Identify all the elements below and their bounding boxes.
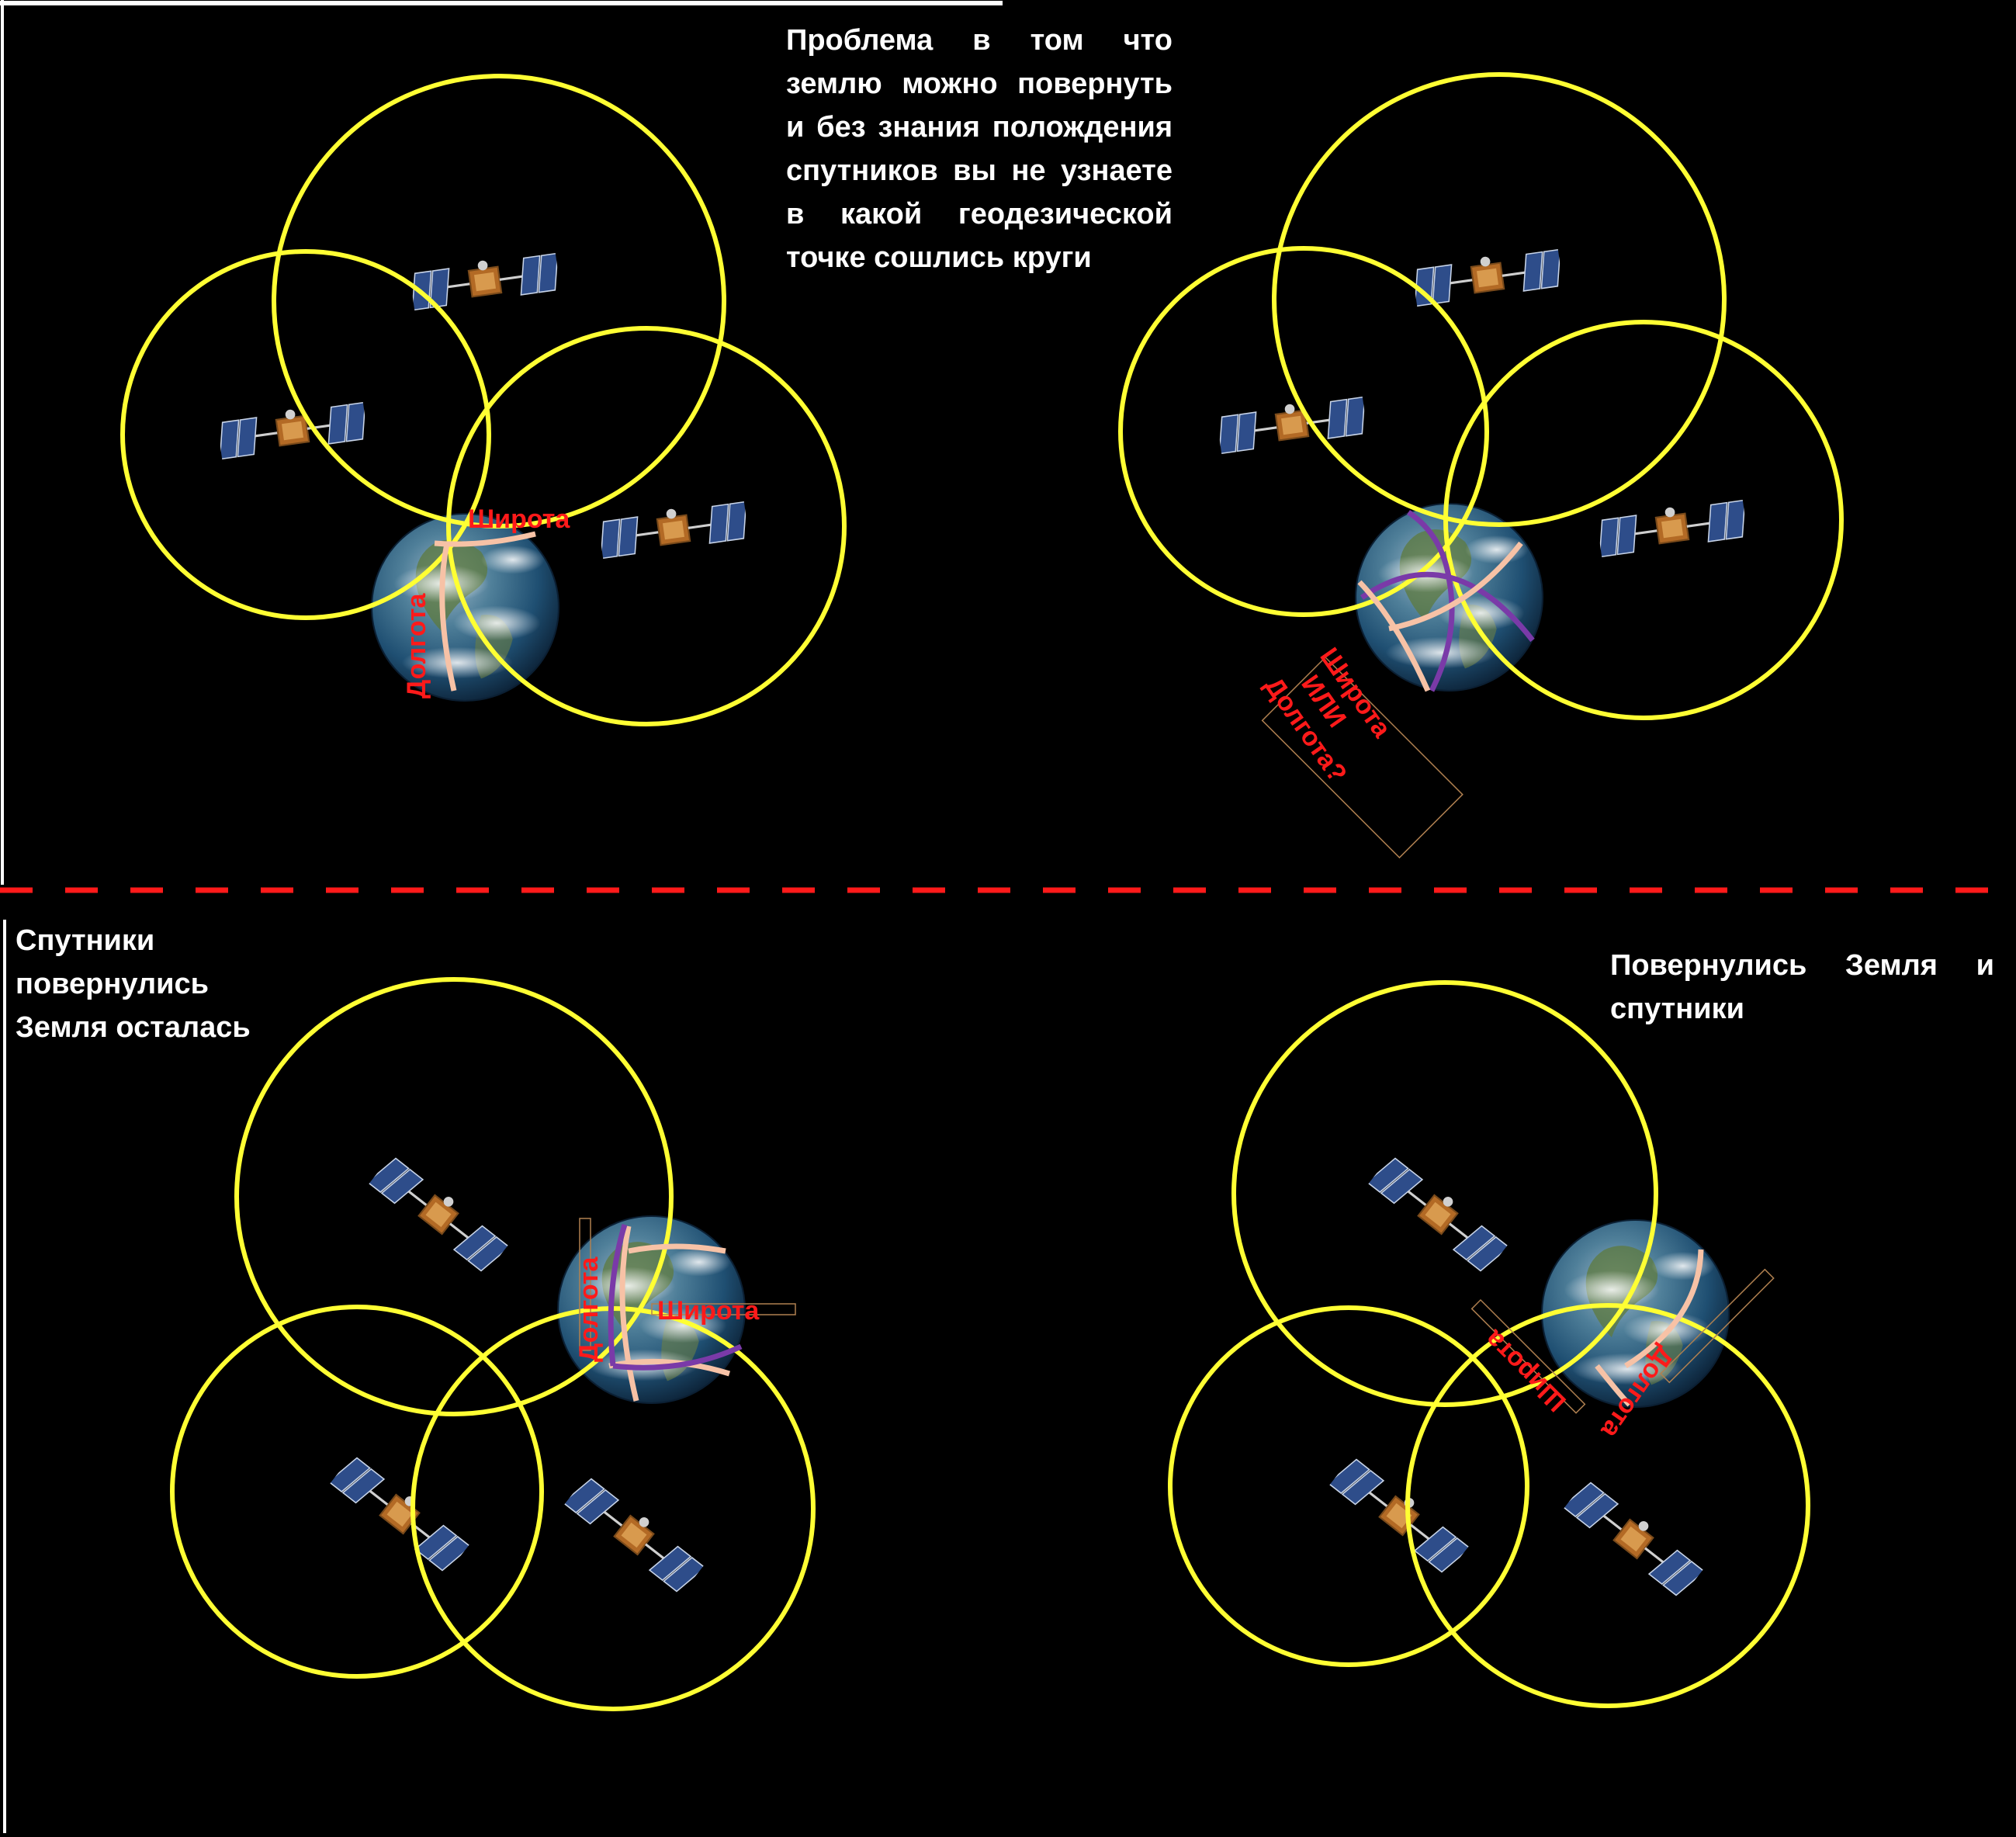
purple-arc: [1407, 510, 1455, 692]
range-circle: [272, 74, 726, 529]
satellite-icon: [1327, 1451, 1474, 1579]
satellite-icon: [366, 1149, 513, 1277]
range-circle: [1272, 72, 1727, 527]
range-circle: [1443, 320, 1844, 720]
bottom-right-note: Повернулись Земля и спутники: [1610, 949, 1994, 1025]
satellite-icon: [562, 1470, 708, 1598]
label-box: [651, 1303, 796, 1315]
light-arc: [1595, 1364, 1632, 1407]
longitude-arc: [619, 1225, 639, 1402]
purple-arc: [1360, 571, 1535, 643]
latitude-label: Широта: [657, 1296, 760, 1326]
satellite-icon: [1366, 1149, 1512, 1277]
label-box: [1470, 1298, 1586, 1414]
range-circle: [1405, 1303, 1810, 1708]
purple-arc: [608, 1223, 628, 1367]
light-arc: [1388, 541, 1523, 632]
top-right-note: Проблема в том что землю можно повернуть…: [786, 24, 1173, 274]
satellite-icon: [327, 1449, 474, 1577]
panel-top-left: Широта Долгота: [120, 74, 847, 726]
latitude-arc: [628, 1243, 726, 1254]
panel-top-right: Широта ИЛИ Долгота?: [1118, 72, 1844, 859]
range-circle: [446, 326, 847, 726]
latitude-label: Широта: [468, 504, 570, 534]
range-circle: [1168, 1305, 1529, 1667]
light-arc: [1624, 1249, 1704, 1368]
satellite-icon: [594, 497, 753, 560]
longitude-arc: [439, 542, 457, 691]
range-circle: [1118, 246, 1489, 617]
satellite-icon: [213, 397, 372, 461]
satellite-icon: [1593, 495, 1751, 559]
bottom-left-note: Спутники повернулись Земля осталась: [16, 924, 251, 1044]
range-circle: [120, 249, 491, 620]
satellite-icon: [1213, 392, 1371, 456]
range-circle: [1231, 980, 1658, 1407]
longitude-label: Долгота: [402, 593, 431, 698]
latitude-arc: [608, 1358, 731, 1377]
label-box: [1659, 1268, 1775, 1384]
purple-arc: [612, 1343, 743, 1371]
panel-bottom-left: Долгота Широта: [170, 977, 816, 1711]
range-circle: [234, 977, 674, 1416]
panel-bottom-right: Широта Долгота: [1168, 980, 1810, 1708]
longitude-label: Долгота: [574, 1256, 604, 1362]
satellite-icon: [1408, 244, 1567, 308]
range-circle: [170, 1305, 544, 1679]
satellite-icon: [1561, 1474, 1708, 1602]
label-box: [579, 1218, 591, 1351]
question-box: [1261, 656, 1464, 859]
